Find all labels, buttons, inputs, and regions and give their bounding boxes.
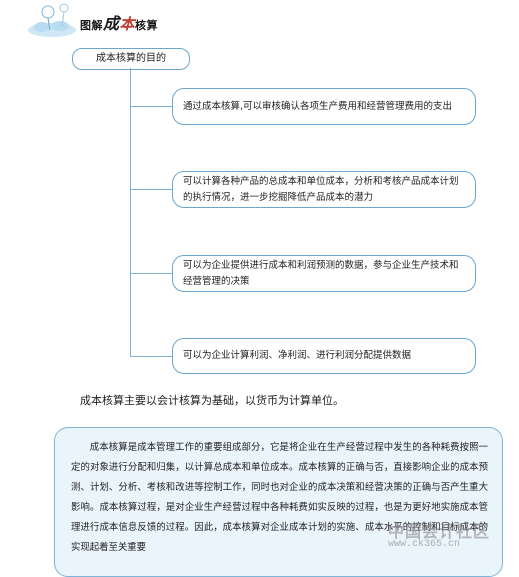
header-title-red: 本 <box>119 15 136 33</box>
header-title-suffix: 核算 <box>135 19 159 32</box>
header-title-prefix: 图解 <box>80 19 103 32</box>
diagram-node-3: 可以为企业提供进行成本和利润预测的数据，参与企业生产技术和经营管理的决策 <box>172 255 476 292</box>
diagram-node-text: 可以为企业计算利润、净利润、进行利润分配提供数据 <box>183 350 412 361</box>
explanation-note-box: 成本核算是成本管理工作的重要组成部分，它是将企业在生产经营过程中发生的各种耗费按… <box>54 427 503 577</box>
diagram-node-text: 通过成本核算,可以审核确认各项生产费用和经营管理费用的支出 <box>183 100 453 112</box>
header-title: 图解成本核算 <box>80 10 158 34</box>
diagram-trunk-line <box>130 68 131 357</box>
diagram-root-node: 成本核算的目的 <box>72 48 190 70</box>
diagram-branch-line-4 <box>130 356 172 357</box>
dandelion-logo-icon <box>28 3 76 37</box>
diagram-node-2: 可以计算各种产品的总成本和单位成本，分析和考核产品成本计划的执行情况，进一步挖掘… <box>172 171 476 208</box>
watermark-url: www.ck365.cn <box>388 539 461 550</box>
diagram-node-4: 可以为企业计算利润、净利润、进行利润分配提供数据 <box>172 338 476 374</box>
purpose-diagram: 成本核算的目的 通过成本核算,可以审核确认各项生产费用和经营管理费用的支出 可以… <box>72 48 476 374</box>
header-title-big: 成 <box>103 14 120 33</box>
diagram-node-text: 可以为企业提供进行成本和利润预测的数据，参与企业生产技术和经营管理的决策 <box>183 259 459 287</box>
diagram-branch-line-3 <box>130 273 172 274</box>
diagram-branch-line-1 <box>130 106 172 107</box>
watermark-text: 中国会计社区 <box>388 522 491 541</box>
page-header: 图解成本核算 <box>0 0 519 40</box>
diagram-node-text: 可以计算各种产品的总成本和单位成本，分析和考核产品成本计划的执行情况，进一步挖掘… <box>183 175 459 203</box>
summary-text: 成本核算主要以会计核算为基础，以货币为计算单位。 <box>80 394 344 407</box>
diagram-branch-line-2 <box>130 189 172 190</box>
diagram-node-1: 通过成本核算,可以审核确认各项生产费用和经营管理费用的支出 <box>172 88 476 125</box>
